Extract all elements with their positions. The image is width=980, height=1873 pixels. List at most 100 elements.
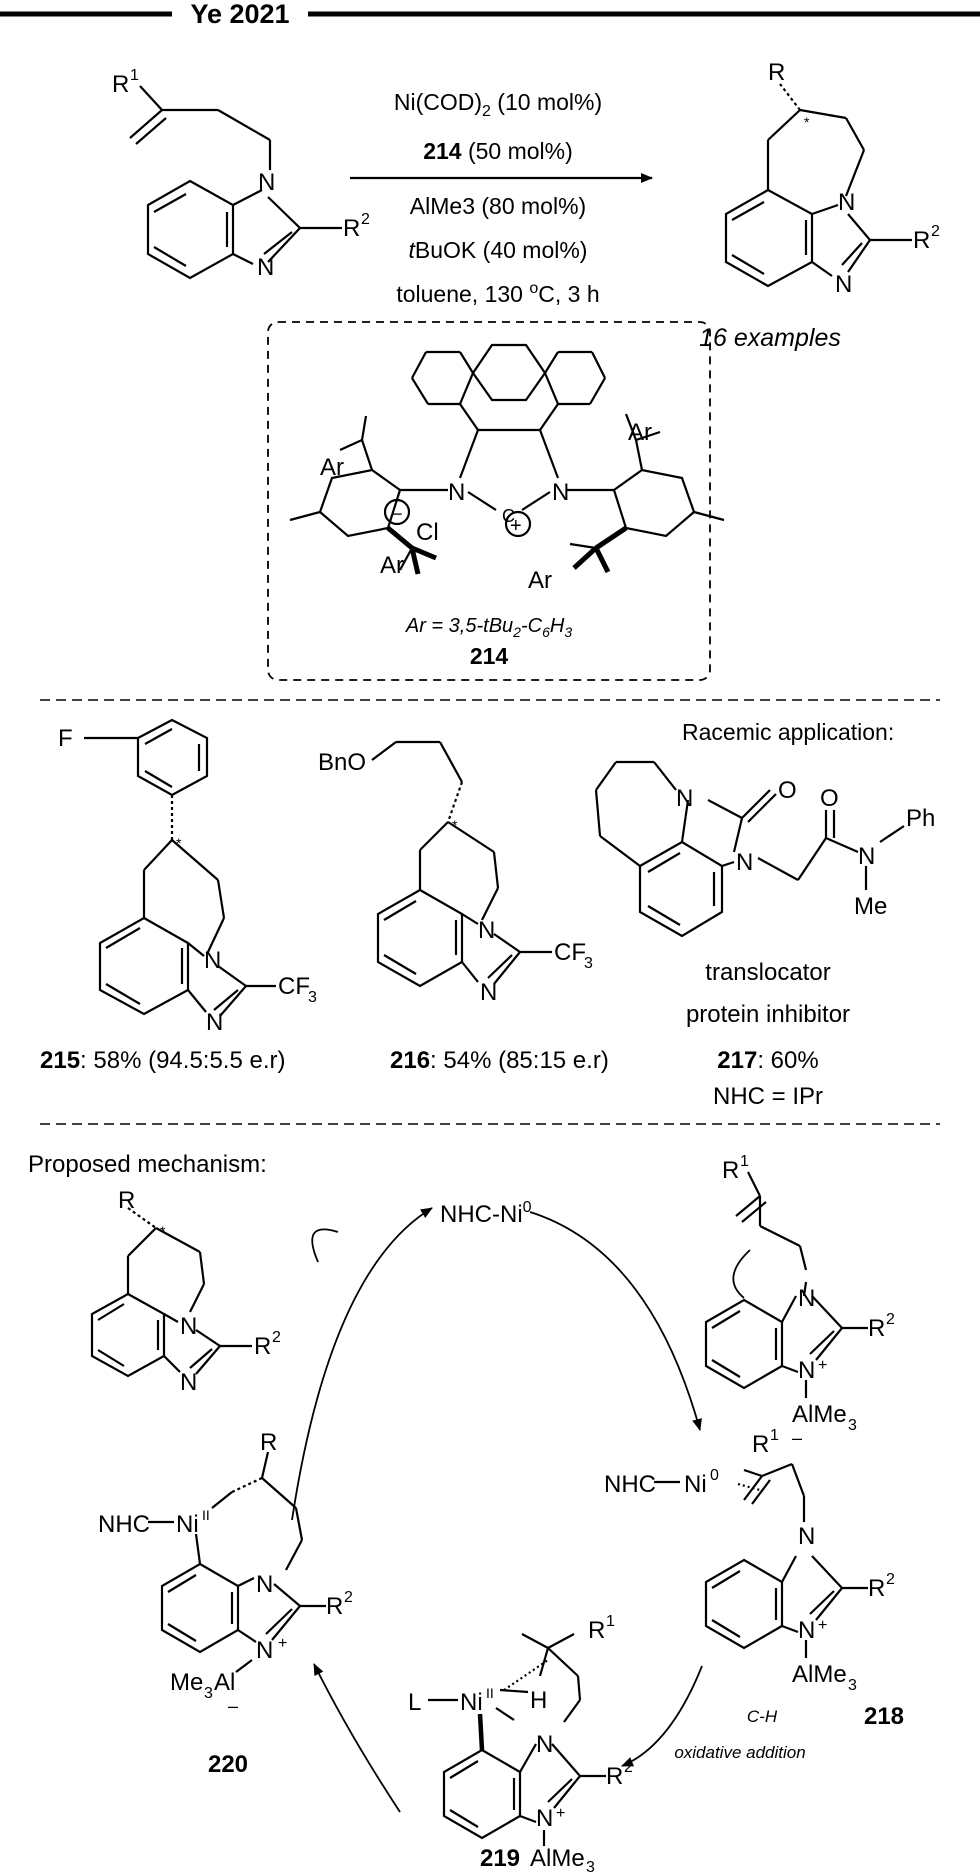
mechanism-heading: Proposed mechanism: <box>28 1151 267 1178</box>
svg-text:R: R <box>752 1431 769 1458</box>
svg-text:NHC: NHC <box>604 1471 656 1498</box>
racemic-heading: Racemic application: <box>682 719 894 745</box>
svg-text:+: + <box>278 1635 287 1652</box>
example-216-atoms: BnO N N CF3 * <box>318 749 593 1006</box>
svg-text:Ar: Ar <box>628 419 652 446</box>
svg-text:*: * <box>452 817 458 833</box>
svg-text:–: – <box>792 1428 802 1448</box>
svg-text:N: N <box>552 479 569 506</box>
example-217-result: : 60% <box>757 1047 818 1074</box>
step-label-1: C-H <box>747 1707 778 1726</box>
svg-text:2: 2 <box>624 1759 633 1776</box>
svg-text:R: R <box>606 1763 623 1790</box>
condition-4: tBuOK (40 mol%) <box>409 237 588 263</box>
svg-text:N: N <box>206 1009 223 1036</box>
example-217-label: 217 <box>717 1047 757 1074</box>
step-label-2: oxidative addition <box>674 1743 805 1762</box>
example-215-caption: 215: 58% (94.5:5.5 e.r) <box>40 1047 286 1074</box>
ligand-214-atoms: N N C − + Cl Ar Ar Ar Ar <box>320 419 652 594</box>
svg-text:AlMe: AlMe <box>792 1661 847 1688</box>
example-217-nhc-note: NHC = IPr <box>713 1083 823 1110</box>
example-216-result: : 54% (85:15 e.r) <box>430 1047 609 1074</box>
scope-text: 16 examples <box>699 324 841 352</box>
svg-text:0: 0 <box>710 1467 719 1484</box>
intermediate-218 <box>654 1462 868 1658</box>
svg-text:N: N <box>798 1357 815 1384</box>
svg-text:2: 2 <box>344 1589 353 1606</box>
label-220: 220 <box>208 1751 248 1778</box>
svg-text:3: 3 <box>308 989 317 1006</box>
svg-text:Ar: Ar <box>380 552 404 579</box>
svg-text:R: R <box>112 71 129 98</box>
example-217-note-1: translocator <box>705 959 830 986</box>
svg-text:II: II <box>486 1685 494 1701</box>
svg-text:BnO: BnO <box>318 749 366 776</box>
svg-text:N: N <box>536 1731 553 1758</box>
cycle-arrows <box>291 1207 751 1813</box>
cycle-substrate <box>704 1171 868 1398</box>
svg-text:N: N <box>798 1617 815 1644</box>
svg-text:R: R <box>326 1593 343 1620</box>
svg-text:Ar: Ar <box>528 567 552 594</box>
example-217-note-2: protein inhibitor <box>686 1001 850 1028</box>
svg-text:1: 1 <box>740 1153 749 1170</box>
svg-text:NHC: NHC <box>98 1511 150 1538</box>
svg-text:1: 1 <box>130 67 139 84</box>
condition-5: toluene, 130 oC, 3 h <box>396 280 599 307</box>
svg-text:Me: Me <box>854 893 887 920</box>
svg-text:AlMe: AlMe <box>530 1845 585 1872</box>
example-217-structure <box>594 760 905 938</box>
svg-text:2: 2 <box>886 1571 895 1588</box>
condition-1: Ni(COD)2 (10 mol%) <box>394 89 602 120</box>
svg-text:Me: Me <box>170 1669 203 1696</box>
svg-text:H: H <box>530 1687 547 1714</box>
svg-text:R: R <box>722 1157 739 1184</box>
svg-text:Al: Al <box>214 1669 235 1696</box>
svg-text:C: C <box>502 506 515 526</box>
svg-text:3: 3 <box>586 1859 595 1873</box>
example-217-atoms: N N O O N Ph Me <box>676 777 935 920</box>
label-219: 219 <box>480 1845 520 1872</box>
svg-text:N: N <box>676 785 693 812</box>
svg-text:R: R <box>868 1575 885 1602</box>
svg-text:N: N <box>257 254 274 281</box>
svg-text:*: * <box>804 114 810 130</box>
svg-text:N: N <box>448 479 465 506</box>
svg-text:N: N <box>798 1285 815 1312</box>
header: Ye 2021 <box>0 0 980 29</box>
svg-text:N: N <box>258 169 275 196</box>
reaction-conditions: Ni(COD)2 (10 mol%) 214 (50 mol%) AlMe3 (… <box>350 89 653 307</box>
example-215-atoms: F N N CF3 * <box>58 725 317 1036</box>
svg-text:3: 3 <box>848 1417 857 1434</box>
ligand-label: 214 <box>470 643 509 669</box>
ar-definition: Ar = 3,5-tBu2-C6H3 <box>405 615 572 640</box>
header-title: Ye 2021 <box>190 0 289 29</box>
svg-text:R: R <box>588 1617 605 1644</box>
example-216-label: 216 <box>390 1047 430 1074</box>
svg-text:N: N <box>736 849 753 876</box>
svg-text:II: II <box>202 1507 210 1523</box>
svg-text:2: 2 <box>931 223 940 240</box>
svg-text:R: R <box>768 59 785 86</box>
svg-text:Ni: Ni <box>684 1471 707 1498</box>
label-218: 218 <box>864 1703 904 1730</box>
svg-text:Ar: Ar <box>320 454 344 481</box>
svg-text:R: R <box>254 1333 271 1360</box>
svg-text:Cl: Cl <box>416 519 439 546</box>
svg-text:N: N <box>256 1637 273 1664</box>
svg-text:+: + <box>818 1357 827 1374</box>
svg-text:N: N <box>536 1805 553 1832</box>
starting-material <box>129 85 342 280</box>
svg-text:1: 1 <box>606 1613 615 1630</box>
svg-text:2: 2 <box>886 1311 895 1328</box>
svg-text:R: R <box>913 227 930 254</box>
svg-text:N: N <box>180 1313 197 1340</box>
svg-text:L: L <box>408 1689 421 1716</box>
catalyst-label: NHC-Ni0 <box>440 1199 532 1228</box>
condition-2: 214 (50 mol%) <box>423 138 573 164</box>
svg-text:3: 3 <box>204 1685 213 1702</box>
